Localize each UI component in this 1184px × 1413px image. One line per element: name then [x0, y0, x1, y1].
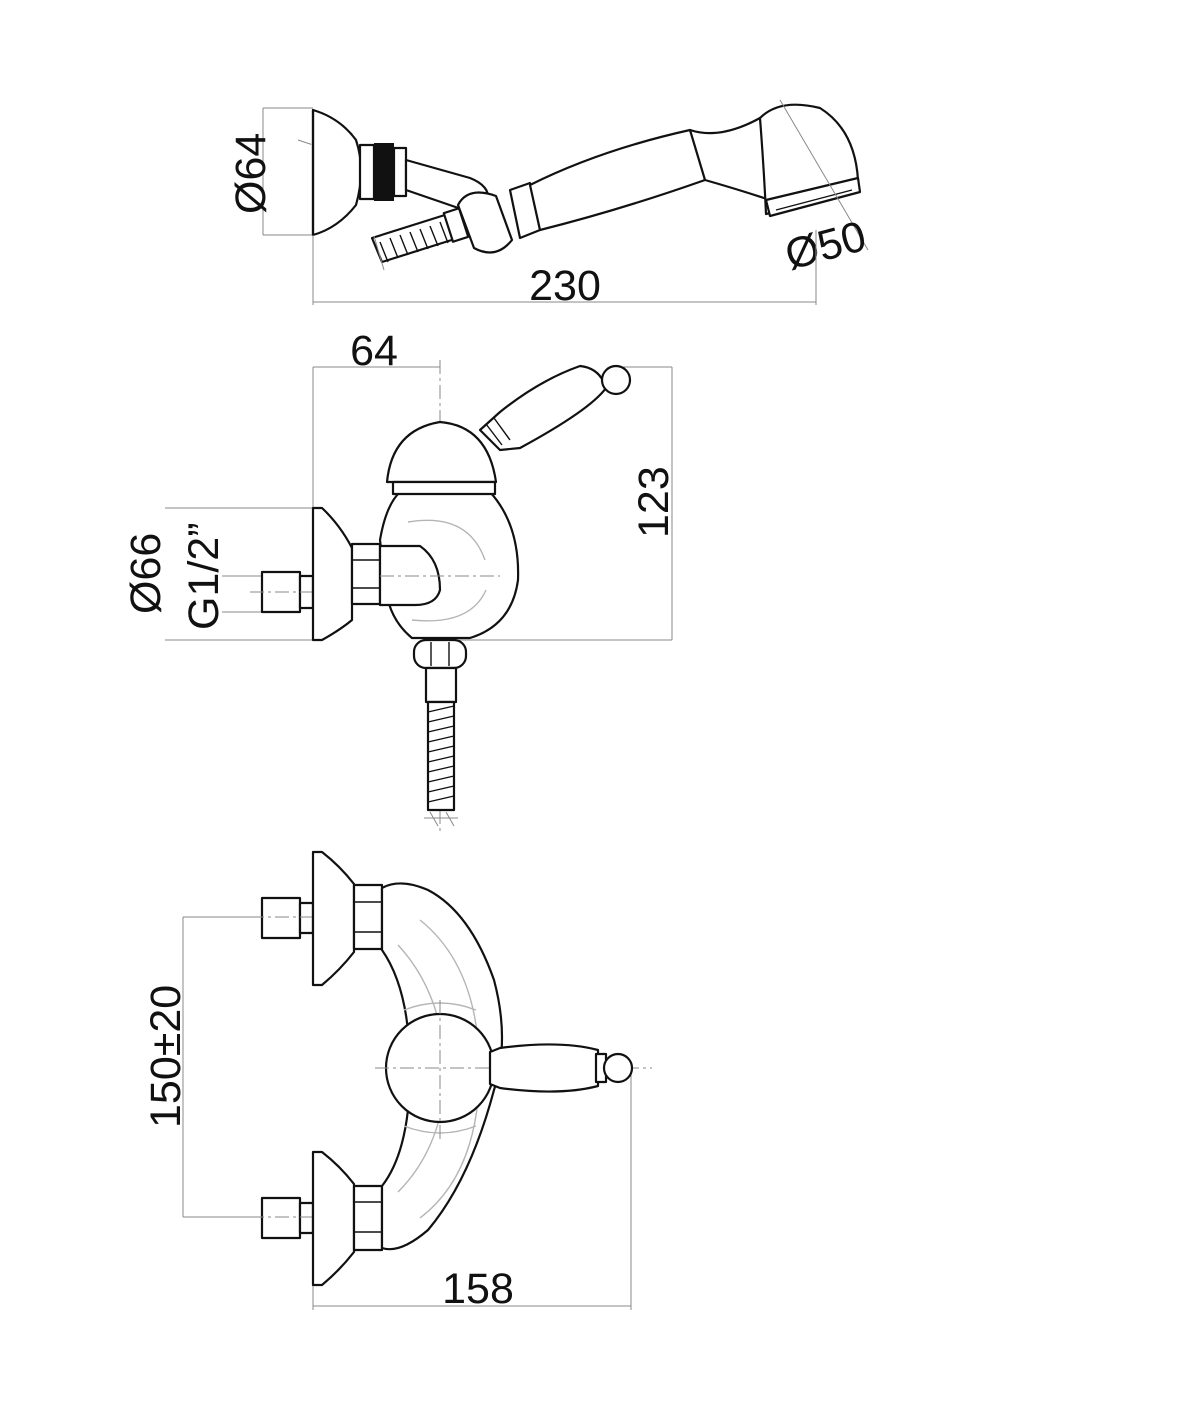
wall-holder	[311, 108, 363, 237]
dim-head-diameter: Ø50	[780, 212, 871, 279]
lever-knob	[600, 364, 632, 396]
hex-nut-bottom	[352, 1184, 384, 1252]
dim-width: 158	[442, 1265, 514, 1313]
inlet-fitting-top	[260, 896, 302, 940]
dim-depth: 64	[350, 327, 398, 375]
dim-height: 123	[630, 466, 678, 538]
dim-flange-diameter: Ø66	[122, 533, 170, 614]
hose-coil-vertical	[424, 700, 458, 827]
inlet-fitting-bottom	[260, 1196, 302, 1240]
outlet-nut	[412, 638, 468, 670]
dim-thread: G1/2”	[180, 522, 228, 630]
dome-cap	[385, 420, 498, 484]
hex-nut	[350, 542, 382, 606]
lever-knob-front	[602, 1052, 634, 1084]
lever-handle-front	[488, 1043, 600, 1093]
dim-centers: 150±20	[142, 985, 190, 1128]
holder-ring	[374, 143, 394, 201]
wall-flange-bottom	[311, 1150, 356, 1287]
dim-holder-diameter: Ø64	[227, 133, 275, 214]
hand-shower-view: Ø64 Ø50	[227, 99, 871, 310]
hand-shower-handle	[528, 128, 707, 232]
hex-nut-top	[352, 883, 384, 951]
front-view: 150±20 158	[142, 850, 652, 1313]
wall-flange	[311, 506, 354, 642]
lever-handle	[478, 364, 608, 452]
wall-flange-top	[311, 850, 356, 987]
handle-connector	[456, 191, 514, 254]
hose-coil	[370, 212, 460, 271]
dim-total-length: 230	[529, 262, 601, 310]
side-view: 64 123 Ø66 G1/2”	[122, 327, 678, 835]
